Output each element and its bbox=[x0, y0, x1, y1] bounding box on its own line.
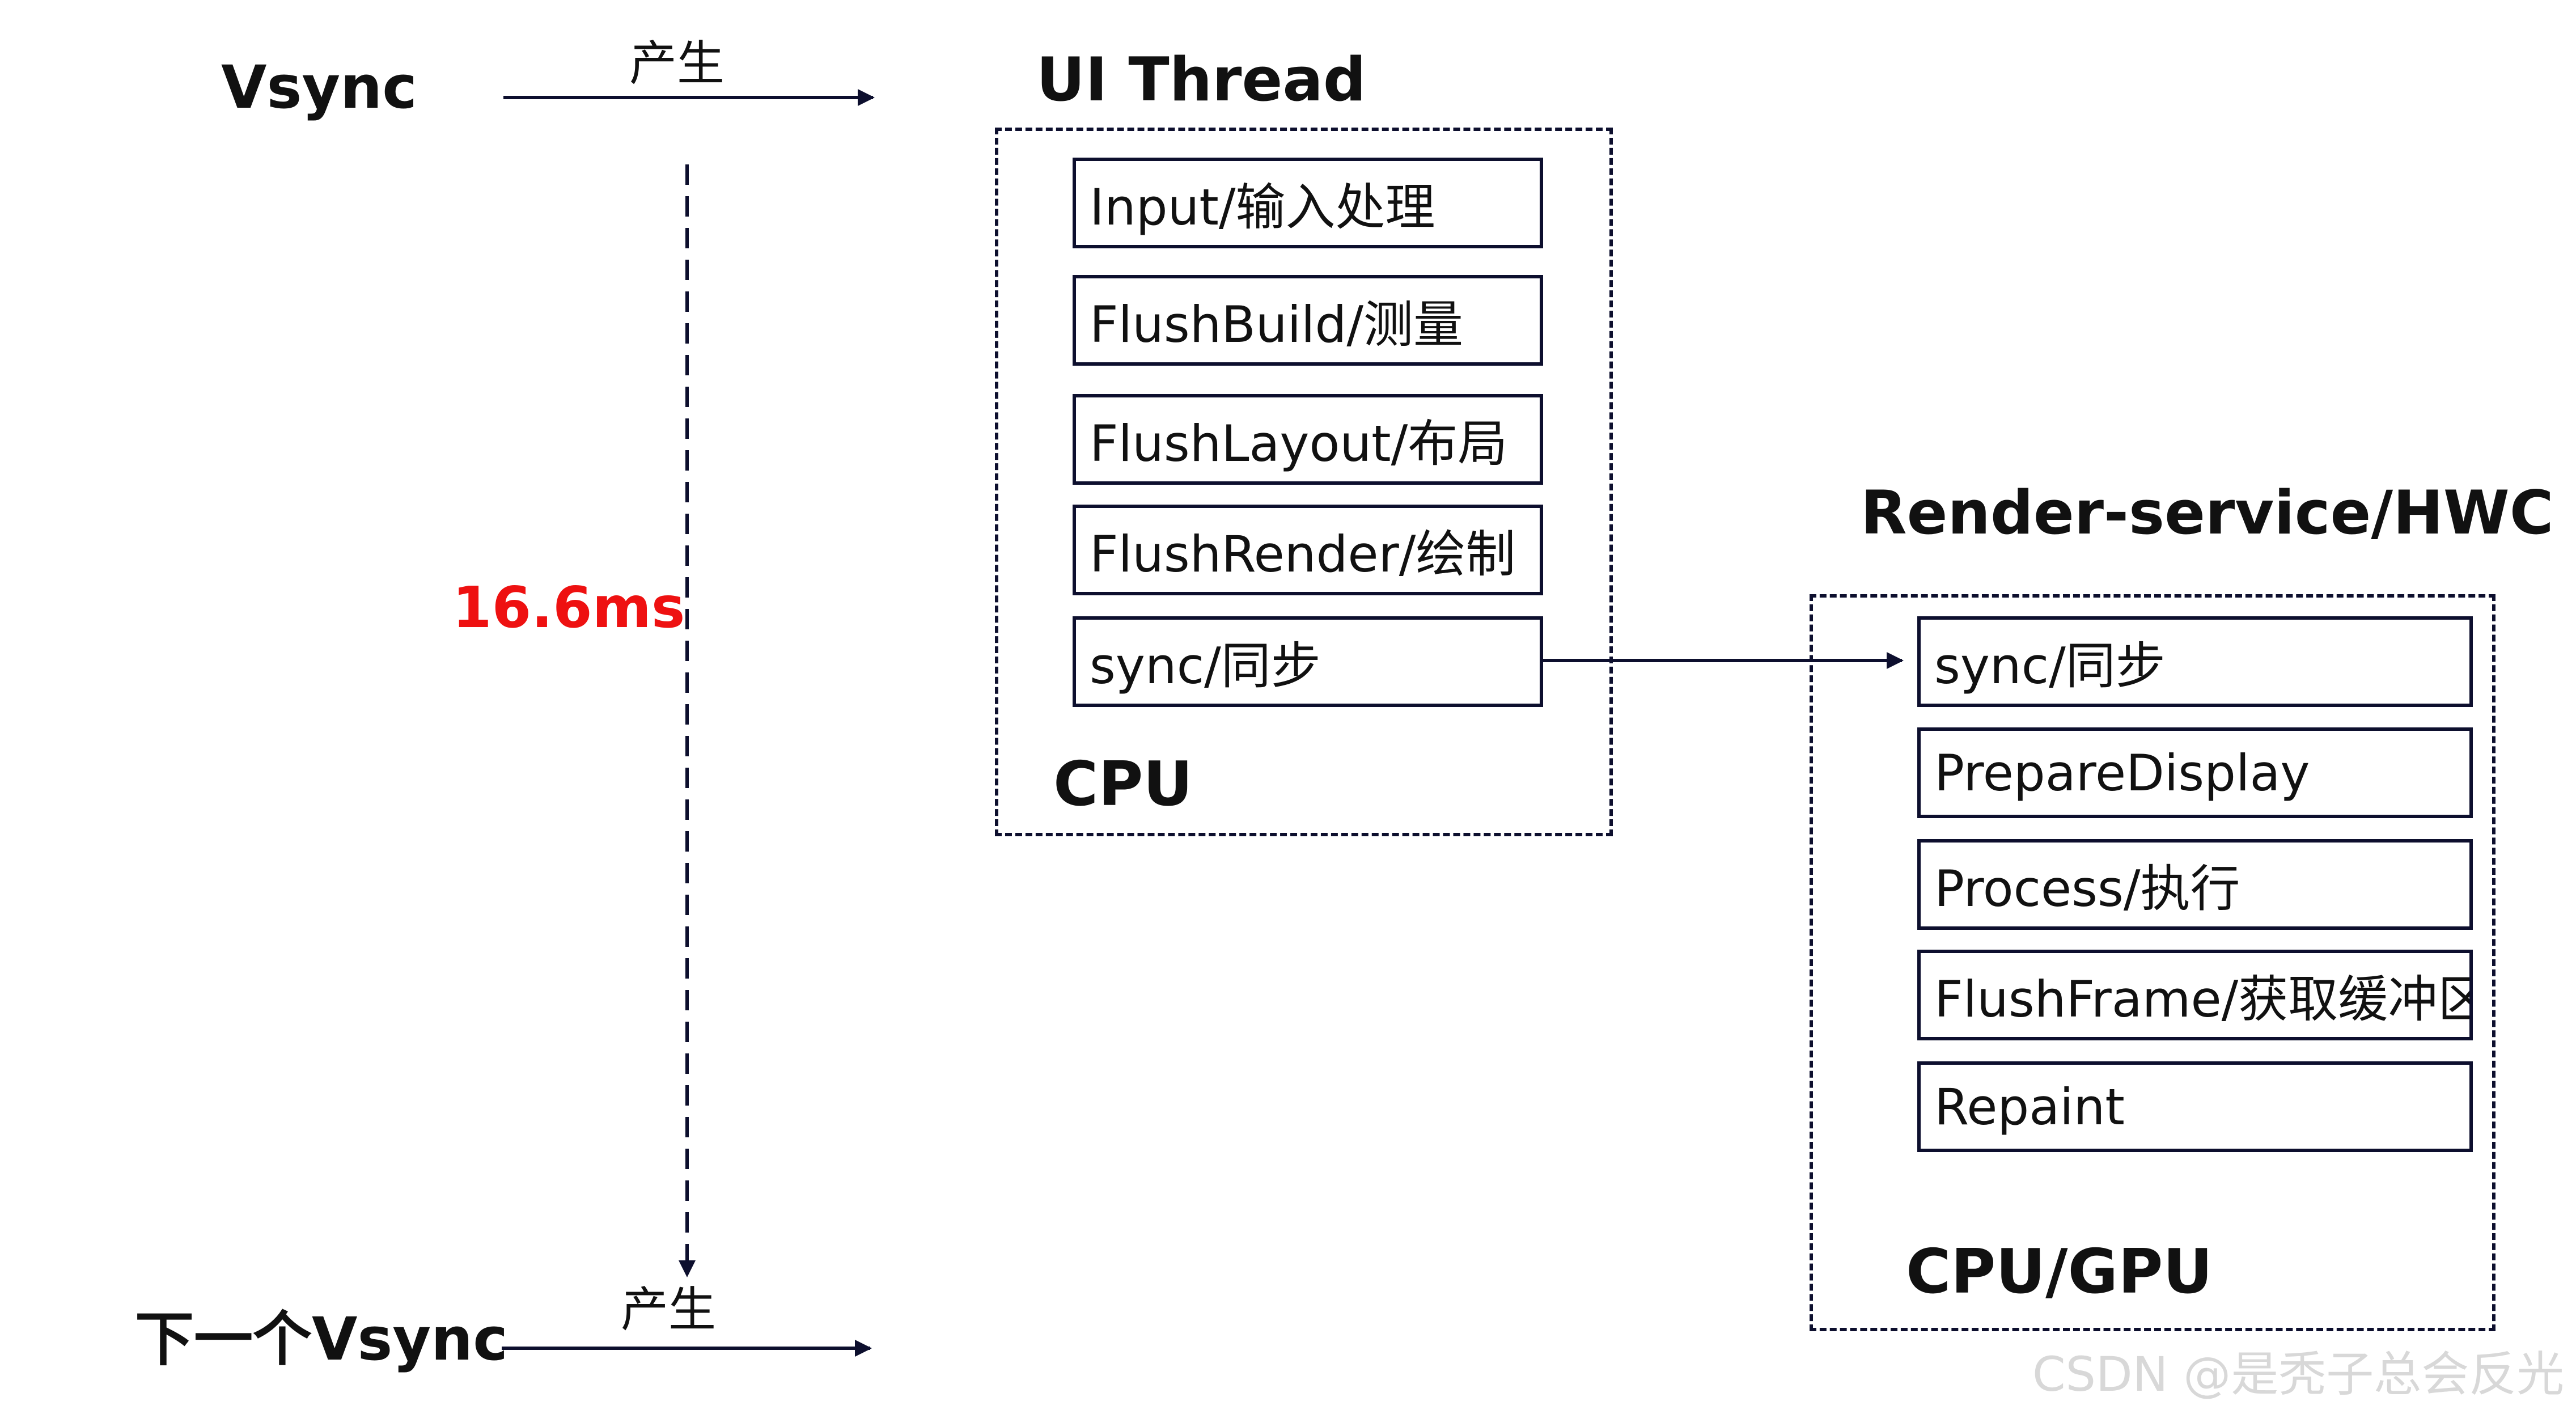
ui-thread-group bbox=[995, 128, 1613, 836]
ui-step-flush-build: FlushBuild/测量 bbox=[1073, 275, 1543, 366]
rs-step-prepare-display: PrepareDisplay bbox=[1917, 727, 2473, 818]
frame-interval-label: 16.6ms bbox=[452, 574, 685, 641]
watermark: CSDN @是秃子总会反光 bbox=[2032, 1347, 2565, 1402]
render-service-title: Render-service/HWC bbox=[1861, 478, 2554, 548]
ui-step-sync: sync/同步 bbox=[1073, 616, 1543, 707]
vsync-label: Vsync bbox=[221, 53, 417, 122]
render-service-processor-label: CPU/GPU bbox=[1906, 1237, 2213, 1307]
next-vsync-label: 下一个Vsync bbox=[135, 1305, 508, 1374]
ui-thread-processor-label: CPU bbox=[1053, 749, 1193, 820]
rs-step-repaint: Repaint bbox=[1917, 1061, 2473, 1152]
rs-step-sync: sync/同步 bbox=[1917, 616, 2473, 707]
ui-thread-title: UI Thread bbox=[1036, 45, 1366, 115]
ui-step-flush-render: FlushRender/绘制 bbox=[1073, 505, 1543, 595]
ui-step-flush-layout: FlushLayout/布局 bbox=[1073, 394, 1543, 485]
rs-step-flush-frame: FlushFrame/获取缓冲区 bbox=[1917, 950, 2473, 1040]
next-vsync-arrow-label: 产生 bbox=[621, 1282, 717, 1337]
vsync-arrow-label: 产生 bbox=[629, 36, 725, 91]
rs-step-process: Process/执行 bbox=[1917, 839, 2473, 930]
ui-step-input: Input/输入处理 bbox=[1073, 158, 1543, 248]
render-service-group bbox=[1810, 594, 2496, 1331]
